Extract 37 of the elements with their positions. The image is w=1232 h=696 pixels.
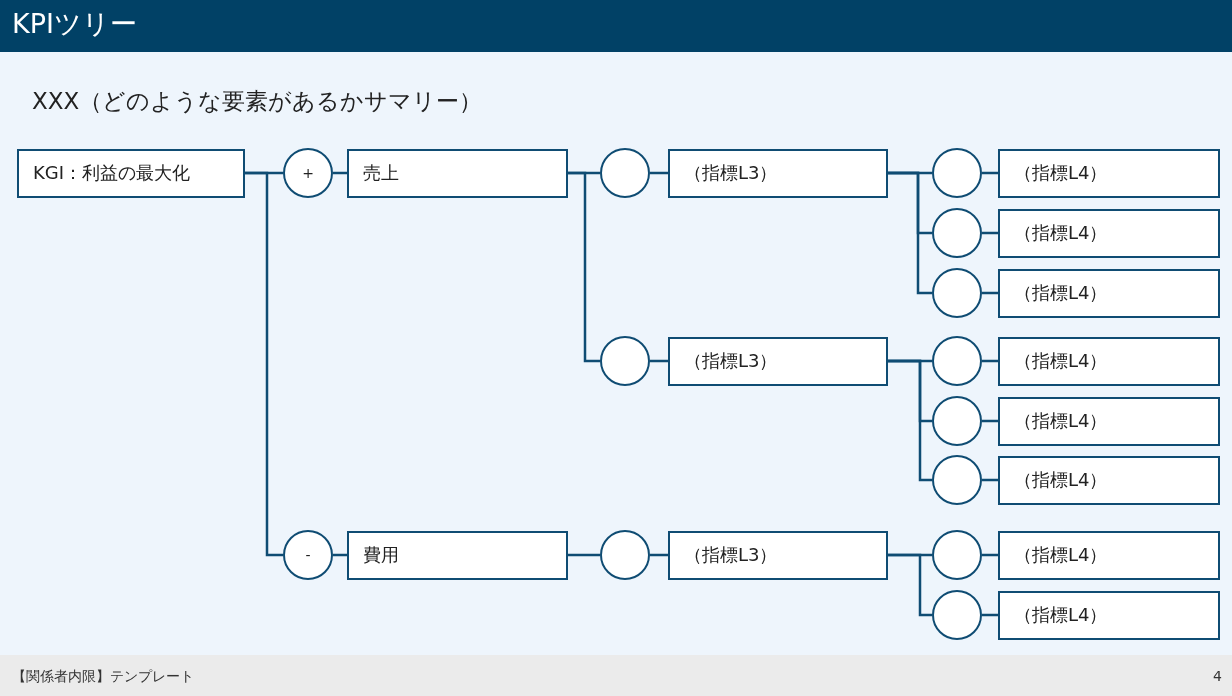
empty-circle [932, 455, 982, 505]
metric-box: （指標L3） [668, 336, 888, 386]
empty-circle [932, 336, 982, 386]
connector-line [888, 359, 932, 482]
connector-line [568, 171, 600, 363]
metric-box: （指標L4） [998, 455, 1220, 505]
metric-box: （指標L3） [668, 530, 888, 580]
metric-box: 売上 [347, 148, 568, 198]
empty-circle [932, 208, 982, 258]
empty-circle [932, 396, 982, 446]
empty-circle [932, 148, 982, 198]
connector-line [888, 171, 932, 295]
empty-circle [600, 530, 650, 580]
connector-line [245, 171, 283, 557]
page-title: KPIツリー [12, 7, 137, 41]
metric-box: KGI：利益の最大化 [17, 148, 245, 198]
connector-line [568, 553, 600, 557]
footer-note: 【関係者内限】テンプレート [12, 667, 194, 685]
metric-box: （指標L4） [998, 396, 1220, 446]
operator-circle: - [283, 530, 333, 580]
empty-circle [932, 530, 982, 580]
metric-box: （指標L4） [998, 268, 1220, 318]
empty-circle [932, 268, 982, 318]
empty-circle [600, 148, 650, 198]
metric-box: （指標L4） [998, 590, 1220, 640]
operator-circle: + [283, 148, 333, 198]
empty-circle [600, 336, 650, 386]
metric-box: （指標L4） [998, 208, 1220, 258]
metric-box: （指標L4） [998, 336, 1220, 386]
metric-box: （指標L4） [998, 148, 1220, 198]
subtitle: XXX（どのような要素があるかサマリー） [32, 87, 483, 116]
connector-line [888, 553, 932, 617]
metric-box: 費用 [347, 530, 568, 580]
page-number: 4 [1213, 667, 1222, 685]
empty-circle [932, 590, 982, 640]
metric-box: （指標L3） [668, 148, 888, 198]
metric-box: （指標L4） [998, 530, 1220, 580]
